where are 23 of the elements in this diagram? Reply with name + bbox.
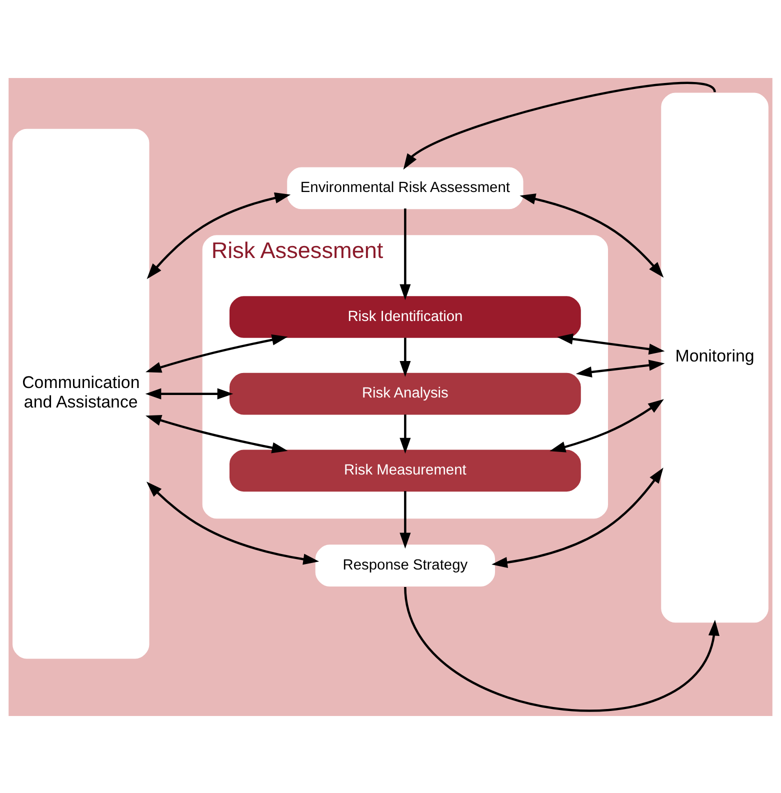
arrow (400, 414, 411, 454)
arrow (146, 192, 291, 279)
node-box: Environmental Risk Assessment (287, 166, 524, 209)
arrow (146, 334, 288, 372)
node-box: Response Strategy (315, 544, 496, 586)
arrow (576, 359, 665, 378)
arrow (145, 388, 234, 399)
node-box: Communication and Assistance (12, 128, 150, 658)
arrow (403, 81, 716, 170)
node-box: Monitoring (661, 92, 768, 622)
arrow (492, 467, 664, 568)
arrow (400, 490, 411, 548)
arrow (404, 586, 720, 712)
arrow (520, 193, 664, 278)
node-box: Risk Identification (230, 296, 581, 338)
arrow (400, 337, 411, 376)
node-box: Risk Analysis (230, 372, 581, 414)
arrow (550, 398, 664, 452)
arrow (400, 208, 411, 300)
node-box: Risk Measurement (230, 449, 581, 492)
arrow (146, 481, 320, 564)
arrow (557, 333, 665, 354)
arrow (146, 414, 288, 453)
